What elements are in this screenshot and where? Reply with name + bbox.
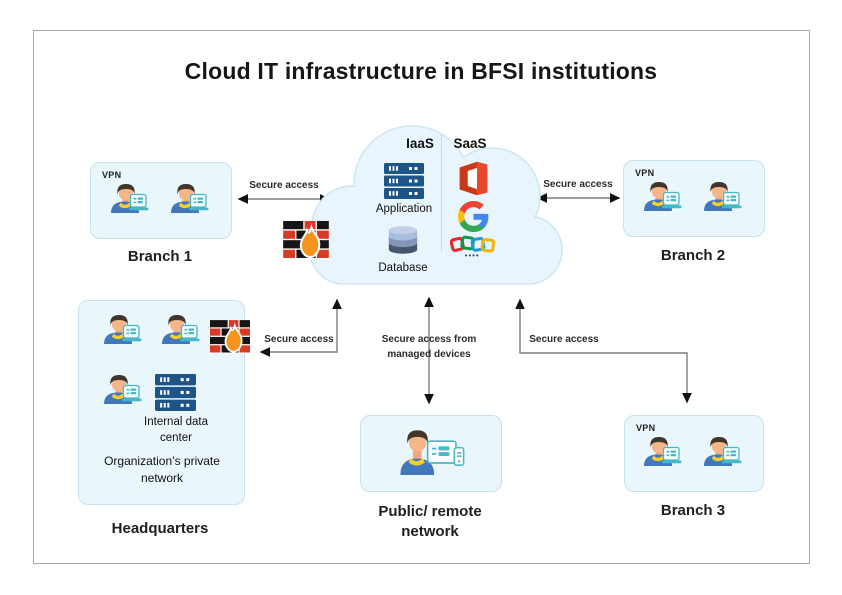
edge-label-cloud-branch3: Secure access (529, 334, 599, 345)
branch3-vpn-label: VPN (636, 423, 656, 433)
user-with-laptop-icon (104, 182, 150, 214)
public-remote-label: Public/ remote network (378, 503, 482, 541)
user-with-laptop-icon (97, 313, 143, 345)
edge-label-cloud-branch2: Secure access (543, 179, 613, 190)
edge-label-branch1-cloud: Secure access (249, 180, 319, 191)
private-network-label: Organization’s private network (104, 454, 220, 485)
application-server-icon (384, 163, 424, 199)
internal-datacenter-label: Internal data center (144, 416, 208, 445)
microsoft-office-icon (455, 160, 492, 197)
arrow-cloud-branch3 (515, 298, 692, 404)
branch2-vpn-label: VPN (635, 168, 655, 178)
firewall-icon-cloud (283, 221, 329, 263)
branch2-label: Branch 2 (660, 247, 726, 264)
branch1-box: VPN (90, 162, 232, 239)
branch1-vpn-label: VPN (102, 170, 122, 180)
saas-label: SaaS (453, 136, 487, 151)
edge-label-hq-cloud: Secure access (264, 334, 334, 345)
headquarters-box: Internal data center Organization’s priv… (78, 300, 245, 505)
user-with-laptop-icon (155, 313, 201, 345)
database-label: Database (378, 262, 428, 274)
application-label: Application (375, 203, 433, 215)
user-with-laptop-icon (697, 435, 743, 467)
branch3-box: VPN (624, 415, 764, 492)
google-icon (458, 201, 489, 232)
user-with-laptop-icon (637, 435, 683, 467)
public-remote-box (360, 415, 502, 492)
arrow-cloud-hq (259, 298, 342, 357)
user-with-monitor-phone-icon (397, 427, 467, 475)
internal-datacenter-server-icon (155, 374, 196, 411)
iaas-label: IaaS (406, 136, 434, 151)
user-with-laptop-icon (697, 180, 743, 212)
zoho-icon (450, 235, 497, 258)
branch3-label: Branch 3 (660, 502, 726, 519)
user-with-laptop-icon (637, 180, 683, 212)
database-icon (386, 225, 420, 256)
headquarters-label: Headquarters (111, 520, 209, 537)
branch2-box: VPN (623, 160, 765, 237)
branch1-label: Branch 1 (127, 248, 193, 265)
edge-label-public-cloud: Secure access from managed devices (381, 334, 477, 360)
firewall-icon-headquarters (210, 320, 250, 357)
user-with-laptop-icon (164, 182, 210, 214)
user-with-laptop-icon (97, 373, 143, 405)
diagram-title: Cloud IT infrastructure in BFSI institut… (184, 58, 658, 84)
iaas-saas-divider (441, 134, 442, 252)
